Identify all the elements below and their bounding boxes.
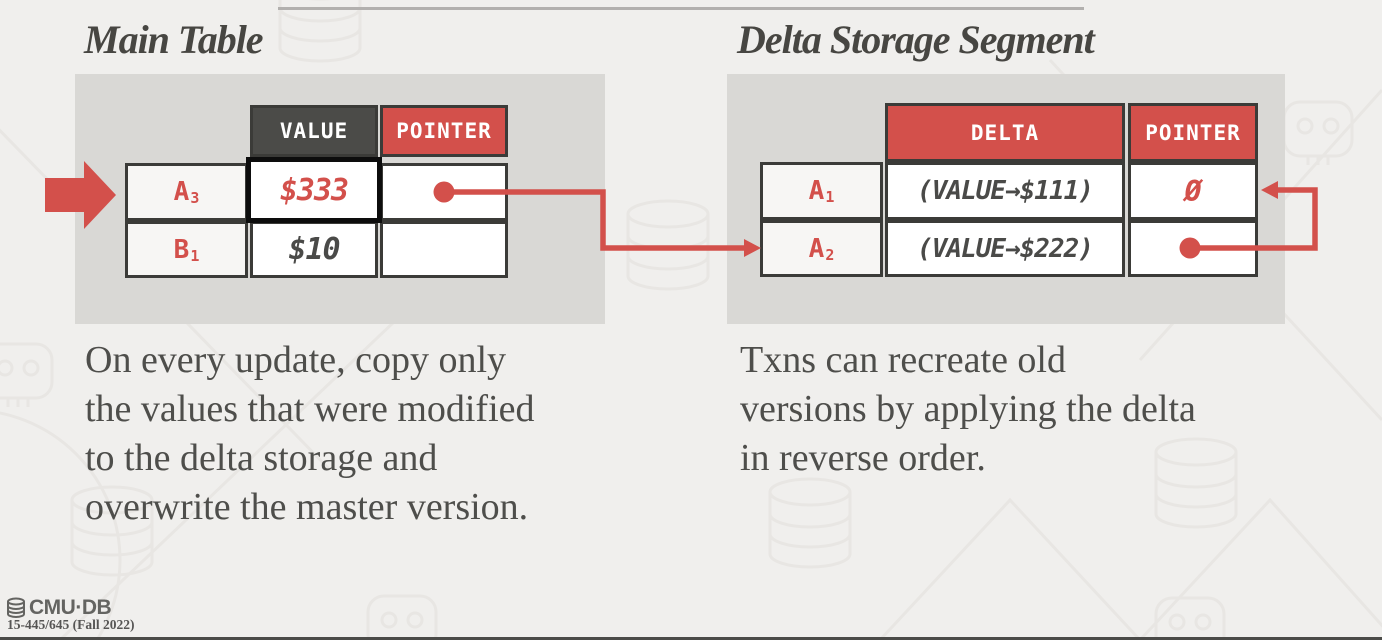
database-stack-icon (7, 597, 25, 618)
slide-title-rule (278, 7, 1084, 10)
delta-col-header-pointer: POINTER (1128, 103, 1258, 162)
main-col-header-value: VALUE (250, 105, 378, 157)
delta-row-a2-delta: (VALUE→$222) (885, 220, 1125, 277)
current-row-arrow-icon (45, 161, 116, 229)
delta-chain-connector (1190, 187, 1318, 251)
main-to-delta-connector (444, 189, 744, 251)
cmu-db-logo: CMU·DB (6, 596, 112, 620)
delta-segment-caption: Txns can recreate old versions by applyi… (740, 339, 1196, 479)
arrowhead-left-icon (1261, 181, 1278, 199)
arrowhead-right-icon (744, 239, 761, 257)
main-row-b1-pointer-cell (380, 221, 508, 278)
main-table-title: Main Table (84, 17, 264, 62)
main-row-b1-value: $10 (250, 221, 378, 278)
delta-col-header-delta: DELTA (885, 103, 1125, 162)
course-number: 15-445/645 (Fall 2022) (7, 617, 135, 632)
delta-row-a1-delta: (VALUE→$111) (885, 162, 1125, 220)
main-table-caption: On every update, copy only the values th… (85, 339, 535, 528)
record-id: B (173, 234, 190, 265)
delta-row-a1-null-pointer: Ø (1128, 162, 1258, 220)
main-row-a3-value-highlighted: $333 (246, 157, 382, 223)
slide-bottom-bar (0, 637, 1382, 640)
record-id: A (808, 233, 825, 264)
delta-segment-title: Delta Storage Segment (737, 17, 1095, 62)
record-id: A (808, 176, 825, 206)
record-id: A (173, 177, 190, 207)
cmu-db-logotype: CMU·DB (29, 596, 112, 619)
main-col-header-pointer: POINTER (380, 105, 508, 157)
